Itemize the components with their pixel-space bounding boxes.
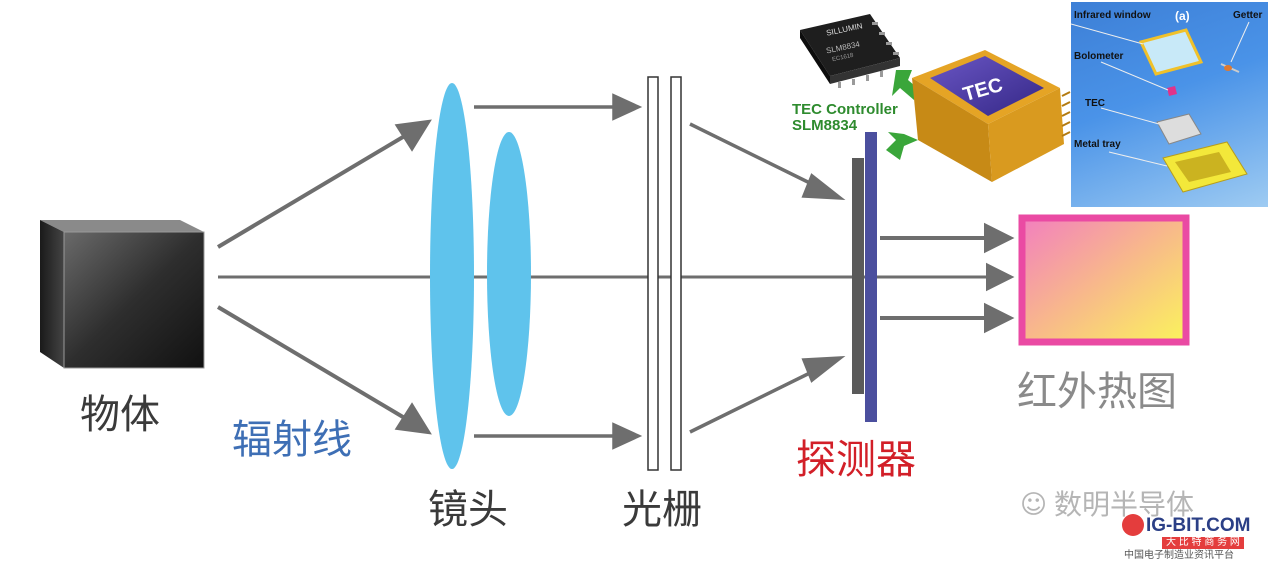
grating-to-detector-rays	[689, 122, 846, 434]
site-logo-mark	[1122, 514, 1144, 536]
lens-label: 镜头	[428, 487, 508, 533]
radiation-rays	[216, 119, 1015, 435]
output-arrows	[880, 222, 1015, 334]
object-cube	[40, 220, 205, 369]
controller-label-1: TEC Controller	[792, 101, 898, 118]
ir-image-label: 红外热图	[1017, 369, 1177, 415]
object-label: 物体	[80, 392, 160, 438]
site-tagline: 中国电子制造业资讯平台	[1124, 550, 1234, 561]
site-sub: 大 比 特 商 务 网	[1162, 537, 1244, 549]
detector-blue-plate	[865, 132, 877, 422]
grating-label: 光栅	[622, 487, 702, 533]
detector-grey-plate	[852, 158, 864, 394]
thermal-image	[1018, 214, 1190, 346]
wechat-watermark: 数明半导体	[1054, 488, 1195, 521]
grating	[647, 76, 682, 471]
inset-illustration	[1071, 21, 1250, 193]
inset-metal-tray: Metal tray	[1074, 139, 1121, 150]
wechat-icon: ☺	[1020, 490, 1048, 520]
lens-to-grating-rays	[474, 93, 643, 450]
tec-module	[912, 50, 1071, 182]
inset-infrared-window: Infrared window	[1074, 10, 1151, 21]
inset-panel-tag: (a)	[1175, 9, 1190, 23]
inset-tec: TEC	[1085, 98, 1105, 109]
controller-label-2: SLM8834	[792, 117, 858, 134]
radiation-label: 辐射线	[232, 417, 352, 463]
site-logo: IG-BIT.COM 大 比 特 商 务 网 中国电子制造业资讯平台	[1122, 514, 1264, 562]
detector-label: 探测器	[796, 437, 916, 483]
bolometer-inset: Infrared window (a) Getter Bolometer TEC…	[1071, 2, 1268, 207]
lens-front	[430, 83, 474, 469]
tec-controller-chip	[800, 14, 900, 88]
inset-getter: Getter	[1233, 10, 1263, 21]
inset-bolometer: Bolometer	[1074, 51, 1124, 62]
site-name: IG-BIT.COM	[1146, 515, 1251, 536]
lens-rear	[487, 132, 531, 416]
